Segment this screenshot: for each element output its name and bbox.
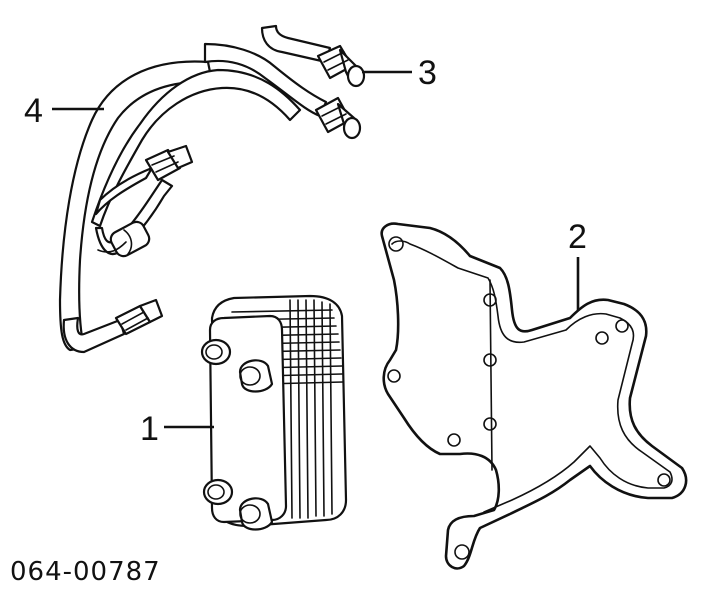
callout-1: 1 xyxy=(140,410,159,448)
callout-2: 2 xyxy=(568,218,587,256)
callout-3: 3 xyxy=(418,54,437,92)
gasket-icon xyxy=(380,222,688,570)
cooler-lines-icon xyxy=(58,24,332,354)
diagram-code: 064-00787 xyxy=(10,557,161,587)
fitting-icon xyxy=(314,44,366,140)
oil-cooler-icon xyxy=(200,294,348,531)
callout-4: 4 xyxy=(24,92,43,130)
